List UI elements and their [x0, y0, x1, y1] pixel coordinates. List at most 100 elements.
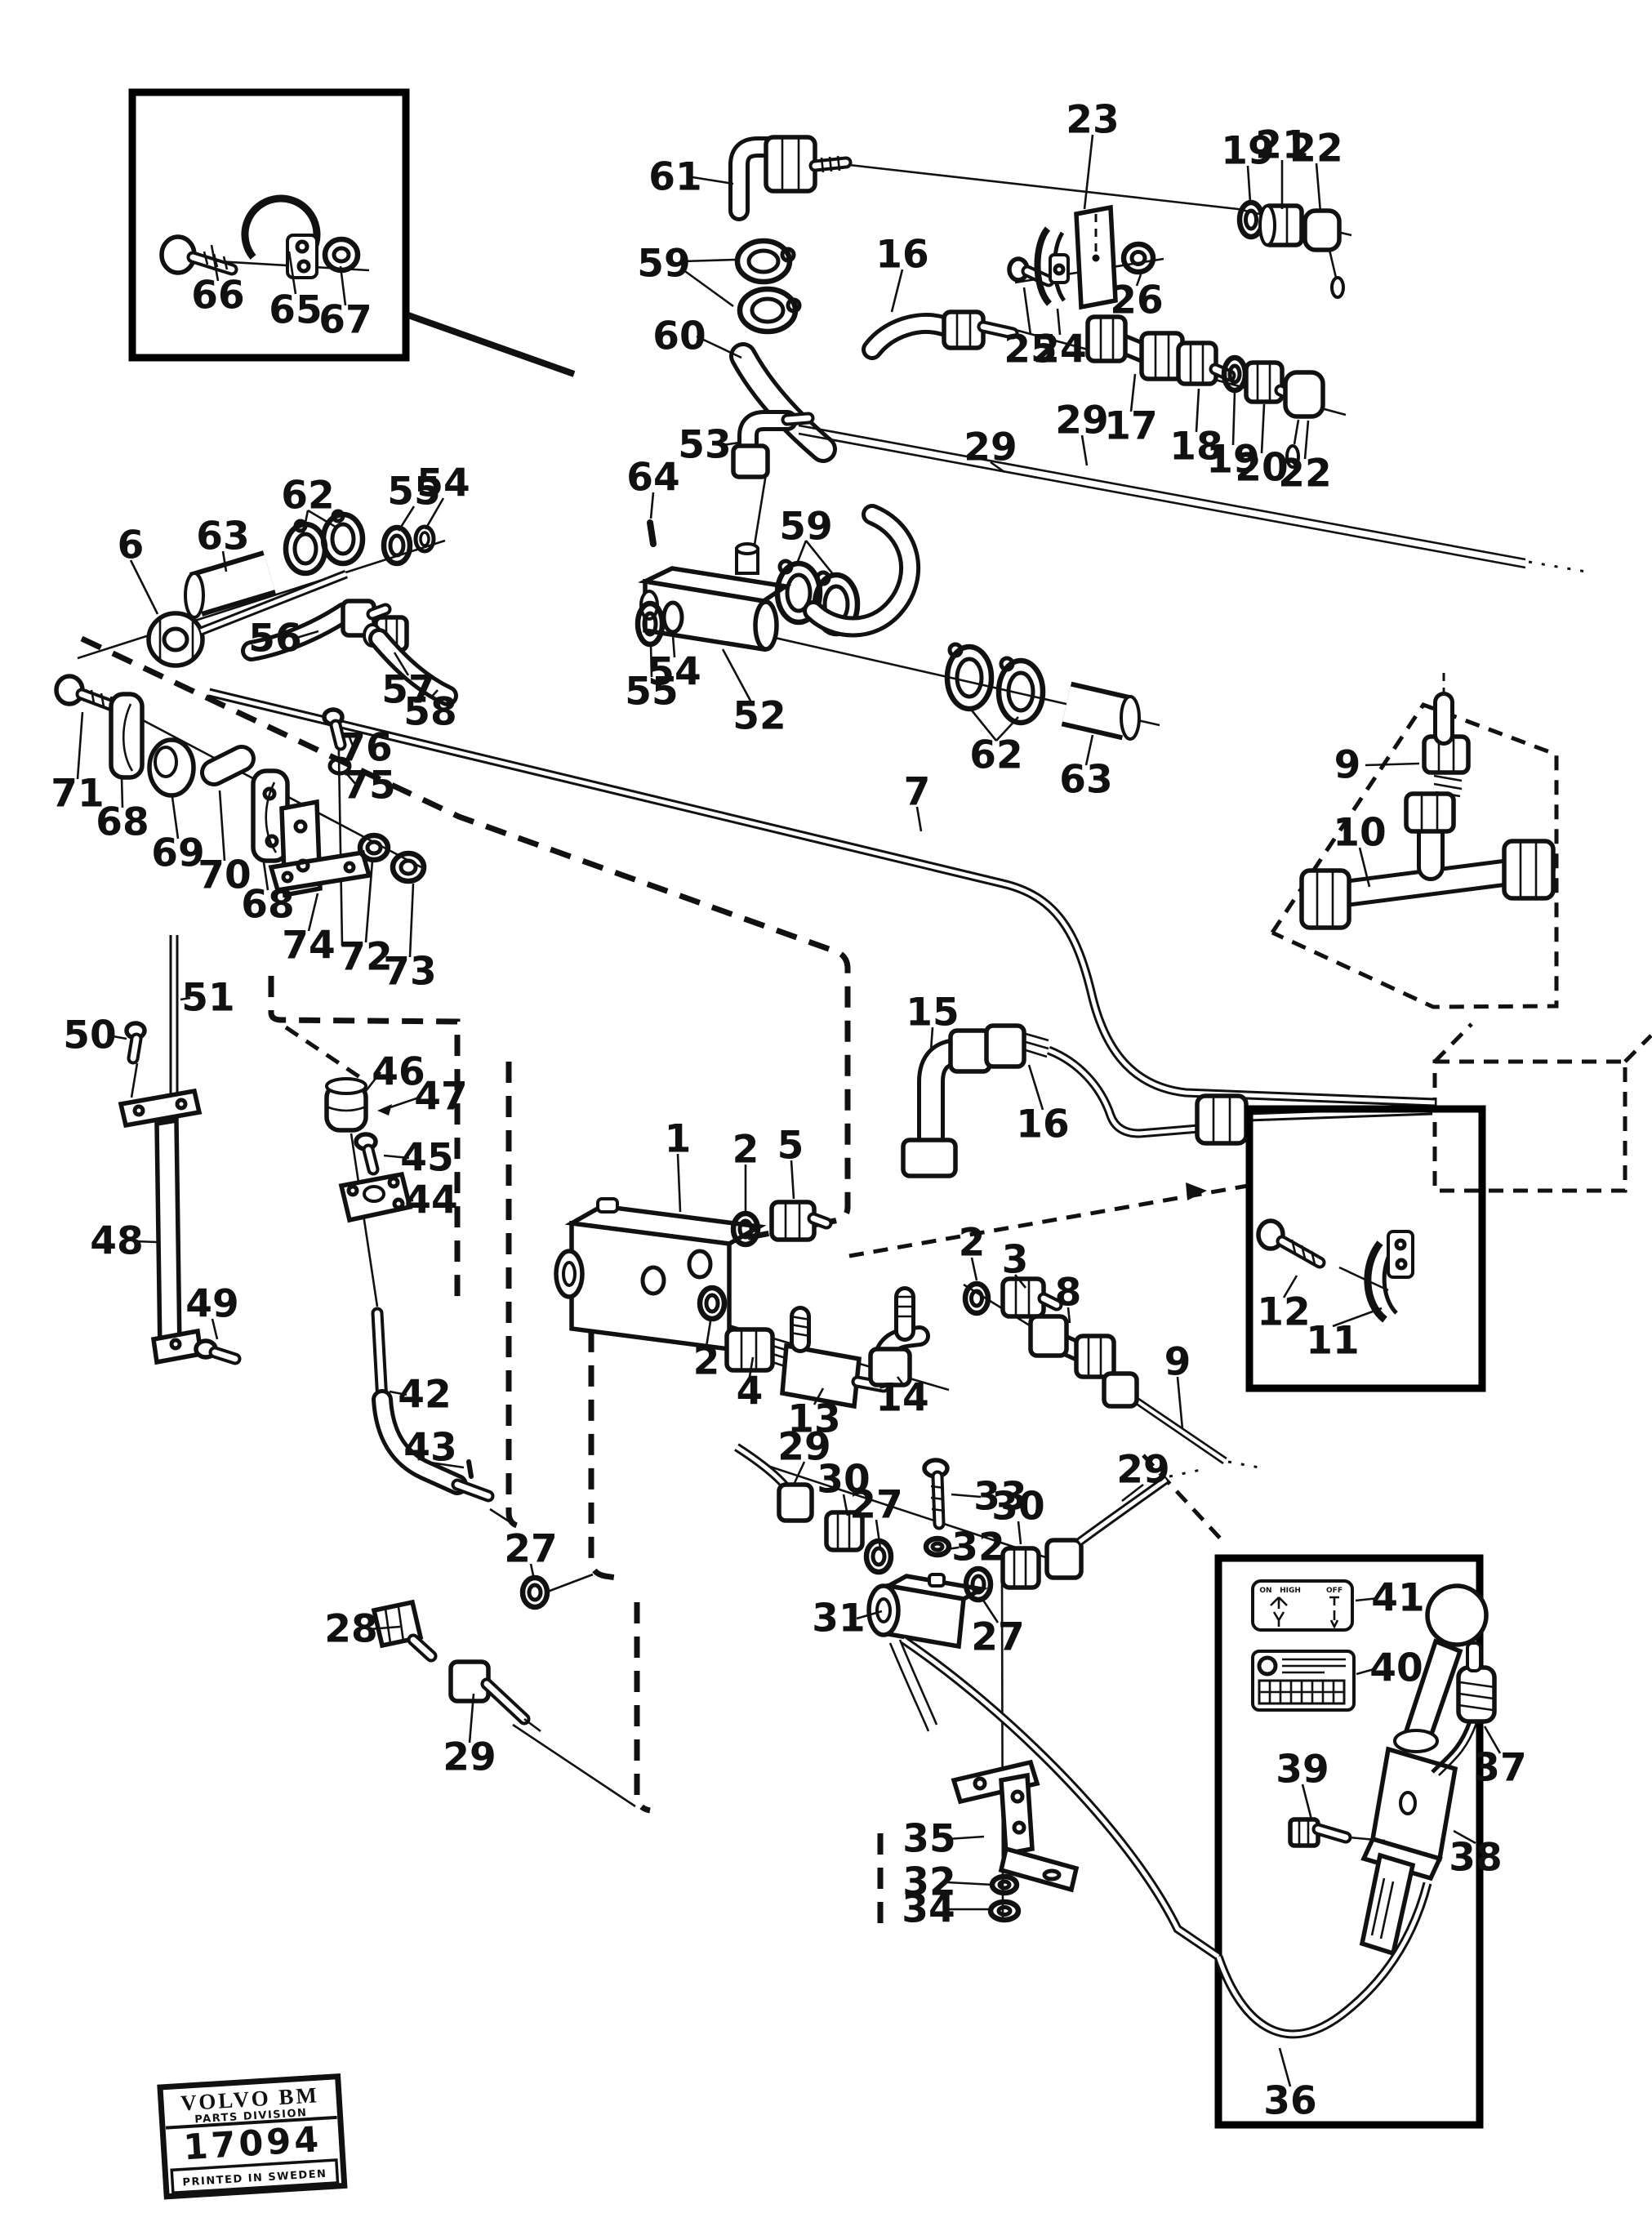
callout-32: 32: [902, 1860, 955, 1905]
part-44-plate: [338, 1171, 413, 1223]
part-49-screw: [194, 1338, 242, 1365]
callout-75: 75: [342, 764, 395, 808]
part-21-coupling: [1258, 203, 1304, 247]
callout-61: 61: [648, 155, 701, 200]
callout-52: 52: [732, 694, 786, 739]
stamp-number: 17094: [182, 2119, 323, 2168]
callout-28: 28: [324, 1607, 377, 1652]
part-65-clamp: [241, 194, 321, 279]
inset-border: [1214, 1554, 1484, 2129]
part-29-hose-e: [448, 1659, 541, 1733]
part-70-spacer: [200, 745, 256, 786]
callout-55: 55: [625, 670, 678, 715]
callout-71: 71: [51, 772, 104, 817]
part-68-clamp-half-2: [251, 768, 290, 863]
part-27-washer-b: [963, 1565, 994, 1603]
part-64-pin: [647, 519, 657, 547]
part-75-nut: [327, 756, 352, 776]
callout-55: 55: [387, 470, 440, 514]
callout-9: 9: [1334, 743, 1361, 788]
part-37-switch-plug: [1431, 1641, 1497, 1776]
part-62-clamps-right: [944, 642, 1046, 726]
callout-74: 74: [282, 924, 335, 969]
part-16-pipe: [984, 1023, 1433, 1146]
callout-68: 68: [241, 883, 294, 928]
callout-leader-lines: [76, 134, 1502, 2087]
part-3-fitting: [1000, 1276, 1063, 1319]
callout-1: 1: [665, 1117, 692, 1162]
callout-38: 38: [1449, 1836, 1502, 1881]
part-22-dust-cap-upper: [1302, 208, 1345, 299]
inset-border: [1245, 1105, 1486, 1392]
callout-40: 40: [1369, 1646, 1423, 1691]
part-23-plate: [1074, 204, 1118, 310]
part-55-washer-left: [381, 524, 413, 567]
callout-20: 20: [1235, 446, 1288, 491]
part-76-screw: [322, 707, 347, 751]
part-15-elbow-pipe: [901, 1028, 992, 1178]
callout-13: 13: [787, 1397, 840, 1442]
part-32-washer-b: [989, 1873, 1020, 1896]
callout-5: 5: [777, 1124, 804, 1169]
callout-65: 65: [269, 288, 322, 333]
part-14-elbow-fitting: [868, 1286, 930, 1387]
callout-22: 22: [1278, 452, 1331, 497]
decal41-word-on: ON: [1259, 1587, 1271, 1595]
part-50-screw: [124, 1021, 147, 1065]
part-5-fitting: [769, 1200, 833, 1242]
callout-2: 2: [732, 1128, 759, 1173]
callout-11: 11: [1306, 1319, 1359, 1364]
part-22-dust-cap-lower: [1283, 370, 1325, 469]
part-68-clamp-half-1: [109, 692, 145, 780]
part-72-washer: [357, 832, 391, 863]
part-27-washer-c: [519, 1574, 550, 1610]
part-53-elbow: [731, 410, 815, 479]
callout-22: 22: [1289, 127, 1343, 171]
callout-54: 54: [416, 461, 470, 506]
part-74-bracket: [268, 799, 372, 898]
callout-58: 58: [403, 690, 456, 735]
callout-21: 21: [1255, 123, 1308, 168]
part-42-tube: [371, 1307, 495, 1503]
part-27-washer-a: [863, 1538, 894, 1575]
callout-33: 33: [973, 1475, 1026, 1520]
part-29-hose-c: [734, 1443, 814, 1523]
part-7-pipe: [207, 688, 1436, 1107]
callout-62: 62: [969, 733, 1022, 778]
part-32-nut-a: [923, 1535, 952, 1558]
callout-56: 56: [248, 617, 301, 661]
part-63-hose-right: [1061, 681, 1141, 741]
part-46-bushing: [324, 1077, 368, 1133]
callout-45: 45: [400, 1136, 453, 1181]
callout-19: 19: [1206, 438, 1259, 483]
part-67-nut: [322, 236, 361, 274]
callout-57: 57: [381, 668, 434, 713]
callout-3: 3: [1002, 1238, 1029, 1283]
callout-44: 44: [404, 1178, 457, 1223]
part-lever-knob-shaft: [1393, 1583, 1489, 1753]
callout-48: 48: [90, 1219, 143, 1264]
callout-68: 68: [96, 800, 149, 845]
part-29-line-top: [798, 424, 1592, 574]
callout-23: 23: [1066, 98, 1119, 143]
part-38-lever-housing: [1359, 1746, 1458, 1957]
callout-6: 6: [118, 523, 145, 568]
part-6-rod-with-nut: [146, 569, 349, 668]
part-34-nut: [987, 1899, 1022, 1923]
part-63-hose-left: [184, 550, 277, 619]
part-8-coupling: [1028, 1314, 1116, 1379]
callout-46: 46: [372, 1050, 425, 1095]
callout-50: 50: [63, 1013, 116, 1058]
callout-27: 27: [504, 1527, 557, 1572]
decal-40: [1251, 1650, 1356, 1712]
callout-24: 24: [1033, 327, 1086, 372]
inset-pointer-line: [407, 312, 576, 377]
part-9-line: [1102, 1371, 1260, 1469]
volvo-bm-stamp: VOLVO BM PARTS DIVISION 17094 PRINTED IN…: [157, 2073, 348, 2200]
part-60-hose: [729, 342, 837, 463]
callout-32: 32: [951, 1525, 1004, 1570]
callout-29: 29: [1116, 1448, 1169, 1493]
